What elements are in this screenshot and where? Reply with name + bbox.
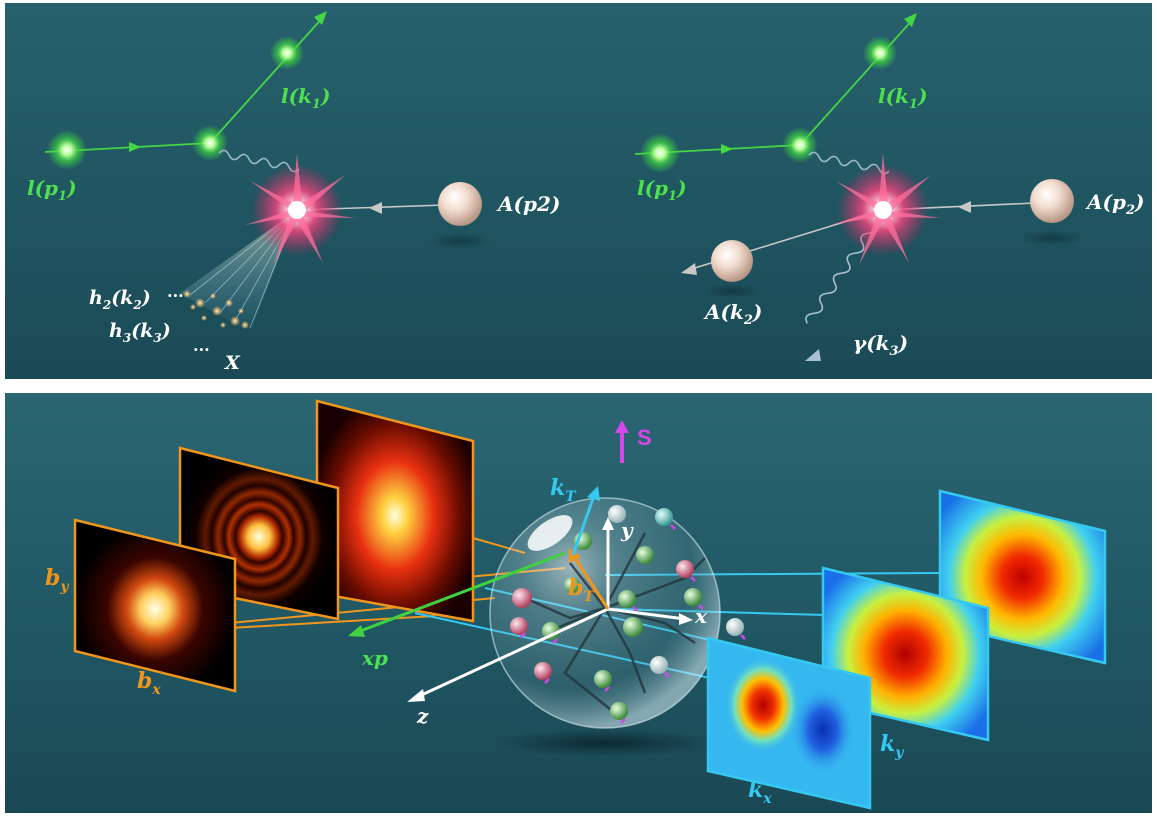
spatial-image-back: [315, 399, 475, 623]
label-b-t: bT: [568, 575, 595, 605]
kt-vector: [571, 492, 597, 556]
label-k-y: ky: [880, 731, 904, 761]
momentum-image-front: [706, 636, 872, 810]
arrow-icon: [681, 263, 697, 275]
parton: [650, 656, 668, 674]
label-nucleus: A(p2): [1085, 190, 1144, 218]
spatial-line: [229, 615, 436, 629]
parton: [610, 702, 628, 720]
tomography-diagram: by bx bT kT ky kx S y x z xp: [45, 399, 1107, 810]
recoil-sphere: [711, 240, 753, 282]
parton: [636, 546, 654, 564]
sidis-diagram: l(p1) l(k1) A(p2) h2(k2) ··· h3(k3) ··· …: [27, 11, 560, 374]
arrow-icon: [407, 689, 425, 702]
label-k-t: kT: [550, 475, 577, 505]
nucleus-shadow: [428, 233, 492, 249]
arrow-icon: [958, 201, 971, 213]
z-axis: [414, 607, 609, 700]
top-panel: l(p1) l(k1) A(p2) h2(k2) ··· h3(k3) ··· …: [5, 3, 1152, 379]
nucleon-sphere: [489, 497, 746, 757]
label-axis-y: y: [620, 518, 634, 542]
arrow-icon: [805, 349, 821, 361]
nucleus-sphere: [1030, 179, 1074, 223]
ellipsis-h2: ···: [167, 286, 184, 305]
bottom-panel: by bx bT kT ky kx S y x z xp: [5, 393, 1152, 813]
label-x: X: [224, 352, 241, 374]
label-k-x: kx: [748, 777, 772, 807]
ellipsis-x: ···: [193, 340, 210, 359]
label-lepton-in: l(p1): [637, 176, 687, 204]
recoil-shadow: [704, 284, 760, 298]
interaction-burst: [245, 153, 355, 265]
parton: [684, 588, 702, 606]
hadron-sparkles: [183, 290, 249, 329]
nucleus-shadow: [1020, 230, 1084, 246]
arrow-icon: [348, 625, 365, 637]
arrow-icon: [314, 11, 327, 25]
bt-vector: [571, 554, 610, 610]
parton: [655, 508, 673, 526]
vertex-glow: [192, 125, 228, 161]
lepton-in-glow: [640, 133, 680, 173]
label-xp: xp: [361, 646, 388, 670]
sphere-body: [489, 497, 721, 729]
arrow-icon: [569, 548, 581, 563]
parton: [512, 588, 532, 608]
parton: [510, 617, 528, 635]
sphere-shadow: [495, 729, 715, 757]
parton: [542, 622, 560, 640]
momentum-density-images: [706, 489, 1107, 810]
parton: [676, 560, 694, 578]
x-axis: [607, 607, 686, 621]
arrow-icon: [602, 517, 614, 530]
lepton-out-glow: [863, 36, 897, 70]
xp-axis: [354, 551, 566, 635]
virtual-photon-wave: [218, 149, 300, 173]
coordinate-axes: [348, 420, 693, 702]
spatial-density-images: [73, 399, 475, 693]
label-spin: S: [637, 425, 652, 450]
label-lepton-in: l(p1): [27, 176, 77, 204]
label-lepton-out: l(k1): [281, 84, 330, 112]
label-nucleus: A(p2): [496, 192, 560, 216]
spatial-image-front: [73, 518, 237, 693]
arrow-icon: [615, 420, 629, 433]
arrow-icon: [904, 13, 917, 27]
parton-balls: [510, 505, 744, 720]
parton: [726, 618, 744, 636]
label-axis-x: x: [694, 604, 708, 628]
parton: [564, 577, 580, 593]
label-b-y: by: [45, 565, 69, 595]
exclusive-diagram: l(p1) l(k1) A(p2) A(k2) γ(k3): [634, 13, 1144, 361]
arrow-icon: [587, 486, 600, 501]
parton: [618, 590, 636, 608]
arrow-icon: [129, 142, 141, 152]
sphere-highlight: [527, 515, 573, 551]
arrow-icon: [679, 613, 693, 625]
label-axis-z: z: [416, 704, 429, 728]
lepton-out-glow: [270, 36, 304, 70]
nucleus-sphere: [438, 182, 482, 226]
label-recoil: A(k2): [703, 300, 762, 328]
arrow-icon: [721, 144, 733, 154]
vertex-glow: [782, 127, 818, 163]
parton: [608, 505, 626, 523]
parton: [594, 670, 612, 688]
scattering-diagrams: l(p1) l(k1) A(p2) h2(k2) ··· h3(k3) ··· …: [27, 11, 1144, 374]
lepton-in-glow: [47, 130, 87, 170]
interaction-burst: [831, 153, 941, 265]
parton: [623, 617, 643, 637]
label-photon: γ(k3): [853, 331, 908, 359]
outgoing-lepton-line: [799, 16, 916, 146]
parton: [534, 662, 552, 680]
label-h3: h3(k3): [109, 320, 171, 345]
label-h2: h2(k2): [89, 287, 151, 312]
outgoing-lepton-line: [209, 14, 326, 144]
arrow-icon: [369, 202, 382, 214]
label-b-x: bx: [137, 668, 161, 698]
label-lepton-out: l(k1): [878, 84, 927, 112]
